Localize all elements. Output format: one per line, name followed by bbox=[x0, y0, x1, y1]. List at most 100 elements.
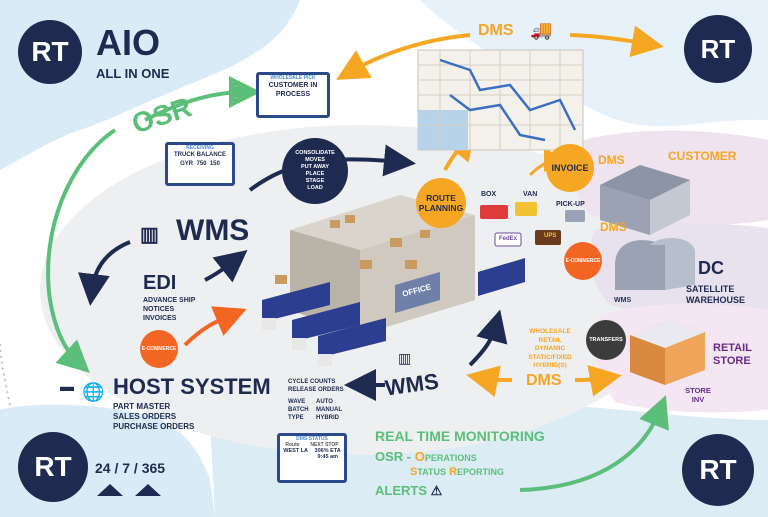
rt-logo-top-left: RT bbox=[18, 20, 82, 84]
box-label: BOX bbox=[481, 191, 497, 198]
highlight-letter: O bbox=[414, 449, 425, 464]
list-item: STAGE bbox=[305, 178, 325, 184]
list-item: PLACE bbox=[305, 171, 325, 177]
highlight-letter: R bbox=[449, 466, 458, 478]
list-item: PUT AWAY bbox=[300, 164, 329, 170]
transfers-badge: TRANSFERS bbox=[586, 320, 626, 360]
alerts-line: ALERTS ⚠ bbox=[375, 483, 442, 499]
col-header: Route bbox=[285, 442, 300, 448]
up-triangle-icon bbox=[135, 484, 161, 496]
list-item: SALES ORDERS bbox=[113, 412, 177, 421]
status-reporting-line: STATUS REPORTING bbox=[410, 466, 504, 478]
dms-top-label: DMS bbox=[478, 22, 514, 39]
list-item: CONSOLIDATE bbox=[295, 150, 335, 156]
screen-header: Route NEXT STOP bbox=[280, 442, 344, 448]
list-item: RELEASE ORDERS bbox=[288, 387, 344, 393]
truck-icon: 🚚 bbox=[530, 20, 553, 40]
alert-icon: ⚠ bbox=[430, 483, 443, 498]
up-triangle-icon bbox=[97, 484, 123, 496]
rt-logo-bottom-right: RT bbox=[682, 434, 754, 506]
warehouse-icon: ▥ bbox=[140, 224, 159, 246]
truck-balance-values: GYR 750 150 bbox=[180, 161, 220, 167]
rt-logo-top-right: RT bbox=[684, 15, 752, 83]
osr-prefix: OSR - bbox=[375, 449, 412, 464]
consolidate-circle: CONSOLIDATE MOVES PUT AWAY PLACE STAGE L… bbox=[282, 138, 348, 204]
store-inv-label: STORE INV bbox=[682, 386, 714, 404]
col-header: NEXT STOP bbox=[310, 442, 339, 448]
list-item: STORE bbox=[713, 355, 751, 367]
list-item: NOTICES bbox=[143, 306, 175, 313]
list-item: AUTO bbox=[316, 399, 333, 405]
aio-subtitle: ALL IN ONE bbox=[96, 66, 170, 81]
pickup-label: PICK-UP bbox=[556, 201, 585, 208]
dms-customer-label: DMS bbox=[598, 153, 625, 167]
ecommerce-right-badge: E-COMMERCE bbox=[564, 242, 602, 280]
screen-line: CUSTOMER IN bbox=[268, 82, 318, 89]
list-item: CYCLE COUNTS bbox=[288, 379, 336, 385]
word-rest: TATUS bbox=[417, 467, 447, 477]
rt-logo-bottom-left: RT bbox=[18, 432, 88, 502]
list-item: HYBRID bbox=[316, 415, 340, 421]
word-rest: EPORTING bbox=[457, 467, 505, 477]
truck-balance-label: TRUCK BALANCE bbox=[174, 152, 226, 158]
dms-bottom-label: DMS bbox=[526, 372, 562, 389]
edi-list: ADVANCE SHIP NOTICES INVOICES bbox=[143, 296, 195, 323]
badge-line: PLANNING bbox=[418, 203, 464, 213]
dc-sub-list: SATELLITE WAREHOUSE bbox=[686, 284, 745, 306]
eta-time: 9:45 am bbox=[317, 454, 339, 460]
list-item: HYBRID(S) bbox=[533, 362, 567, 369]
screen-line: PROCESS bbox=[275, 91, 311, 98]
dc-label: DC bbox=[698, 258, 724, 278]
list-item: RETAIL bbox=[713, 342, 752, 354]
highlight-letter: S bbox=[410, 466, 418, 478]
list-item: MOVES bbox=[305, 157, 325, 163]
receiving-screen: RECEIVING TRUCK BALANCE GYR 750 150 bbox=[165, 142, 235, 186]
list-item: ADVANCE SHIP bbox=[143, 297, 196, 304]
fedex-label: FedEx bbox=[499, 236, 518, 242]
screen-row: WEST LA 306% ETA bbox=[280, 448, 344, 454]
monitoring-title: REAL TIME MONITORING bbox=[375, 428, 545, 444]
list-item: STORE bbox=[685, 386, 711, 395]
ecommerce-left-badge: E-COMMERCE bbox=[140, 330, 178, 368]
van-label: VAN bbox=[523, 191, 538, 198]
consolidate-list: CONSOLIDATE MOVES PUT AWAY PLACE STAGE L… bbox=[295, 150, 335, 192]
list-item: WHOLESALE bbox=[529, 328, 571, 335]
edi-label: EDI bbox=[143, 272, 177, 294]
list-item: INV bbox=[691, 395, 705, 404]
screen-caption: RECEIVING bbox=[186, 145, 214, 151]
retail-store-label: RETAIL STORE bbox=[713, 342, 752, 368]
screen-caption: WHOLESALE PICK bbox=[270, 75, 316, 81]
list-item: PART MASTER bbox=[113, 402, 171, 411]
list-item: BATCH bbox=[288, 407, 309, 413]
list-item: DYNAMIC bbox=[534, 345, 566, 352]
list-item: WAVE bbox=[288, 399, 306, 405]
customer-label: CUSTOMER bbox=[668, 149, 737, 163]
uptime-label: 24 / 7 / 365 bbox=[95, 460, 166, 476]
invoice-badge: INVOICE bbox=[546, 144, 594, 192]
wholesale-list: WHOLESALE RETAIL DYNAMIC STATIC/FIXED HY… bbox=[520, 328, 580, 371]
list-item: LOAD bbox=[307, 185, 323, 191]
auto-list: AUTO MANUAL HYBRID bbox=[316, 398, 342, 422]
host-system-label: HOST SYSTEM bbox=[113, 374, 271, 399]
list-item: RETAIL bbox=[538, 336, 562, 344]
warehouse-icon: ▥ bbox=[398, 350, 412, 366]
list-item: STATIC/FIXED bbox=[528, 353, 572, 361]
list-item: MANUAL bbox=[316, 407, 342, 413]
aio-title: AIO bbox=[96, 22, 161, 63]
route-planning-badge: ROUTE PLANNING bbox=[416, 178, 466, 228]
list-item: WAREHOUSE bbox=[686, 295, 746, 305]
dms-dc-label: DMS bbox=[600, 220, 627, 234]
word-rest: PERATIONS bbox=[424, 453, 477, 463]
cycle-counts-list: CYCLE COUNTS RELEASE ORDERS bbox=[288, 378, 344, 394]
host-system-list: PART MASTER SALES ORDERS PURCHASE ORDERS bbox=[113, 402, 194, 432]
list-item: INVOICES bbox=[143, 315, 177, 322]
dms-status-screen: DMS STATUS Route NEXT STOP WEST LA 306% … bbox=[277, 433, 347, 483]
wholesale-pick-screen: WHOLESALE PICK CUSTOMER IN PROCESS bbox=[256, 72, 330, 118]
server-icon: ▬ bbox=[60, 378, 74, 394]
globe-icon: 🌐 bbox=[82, 382, 105, 402]
wms-small-label: WMS bbox=[614, 297, 632, 304]
cell: WEST LA bbox=[283, 448, 309, 454]
list-item: TYPE bbox=[288, 415, 304, 421]
badge-line: ROUTE bbox=[426, 193, 456, 203]
